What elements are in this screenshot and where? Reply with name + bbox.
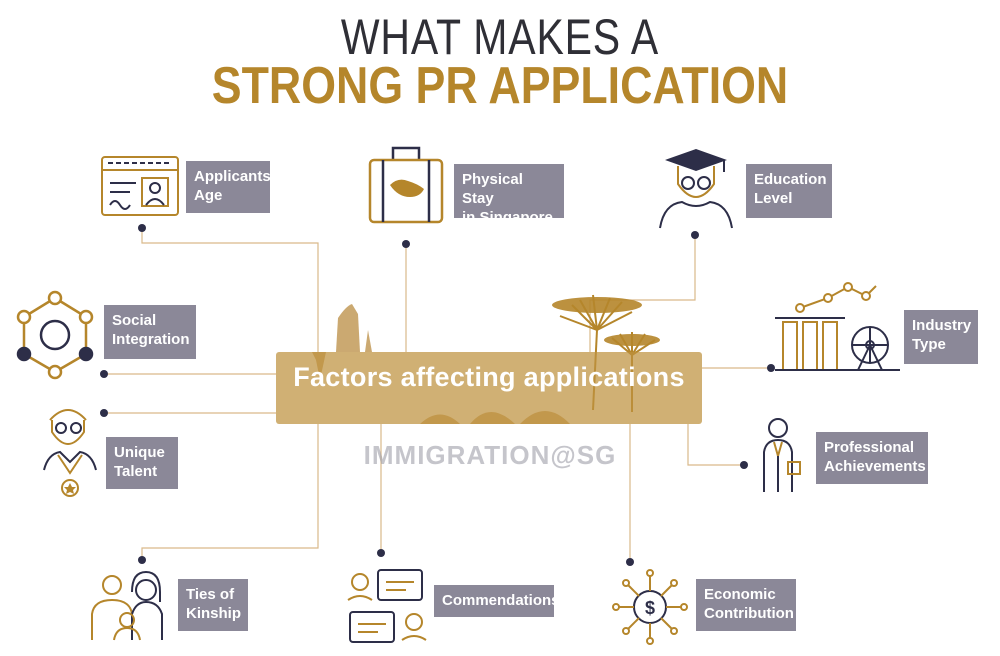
label-applicants-age: Applicants Age [186,161,271,213]
id-card-icon [101,156,179,216]
connector-dots [100,224,775,566]
label-ties-of-kinship: Ties of Kinship [178,579,248,631]
title-line-2: STRONG PR APPLICATION [211,57,789,115]
center-title: Factors affecting applications [293,362,685,392]
dot-kinship [138,556,146,564]
connector-kinship [141,424,319,560]
label-industry-type: Industry Type [904,310,978,364]
label-commendations: Commendations [434,585,560,617]
dollar-network-icon: $ [612,569,688,645]
dot-commendations [377,549,385,557]
watermark-text: IMMIGRATION@SG [363,440,617,470]
label-economic-contribution: Economic Contribution [696,579,796,631]
industry-chart-icon [775,282,900,371]
svg-text:$: $ [645,598,655,618]
dot-education [691,231,699,239]
title-line-1: WHAT MAKES A [340,9,660,65]
label-education-level: Education Level [746,164,832,218]
label-unique-talent: Unique Talent [106,437,178,489]
connector-education [589,235,696,352]
center-banner [276,352,702,424]
label-professional-achievements: Professional Achievements [816,432,928,484]
dot-physical-stay [402,240,410,248]
network-icon [16,290,94,380]
dot-professional [740,461,748,469]
speech-bubbles-icon [347,569,427,643]
suitcase-map-icon [368,146,444,224]
dot-social [100,370,108,378]
supertree-canopy [552,297,660,346]
connector-applicants-age [141,228,319,352]
dot-talent [100,409,108,417]
family-icon [91,570,163,641]
connector-professional [687,424,744,466]
label-physical-stay: Physical Stay in Singapore [454,164,564,226]
medal-person-icon [43,409,97,497]
graduate-icon [659,148,733,229]
dot-economic [626,558,634,566]
dot-applicants-age [138,224,146,232]
dot-industry [767,364,775,372]
label-social-integration: Social Integration [104,305,196,359]
connector-lines [104,228,771,562]
businessman-icon [763,418,801,492]
